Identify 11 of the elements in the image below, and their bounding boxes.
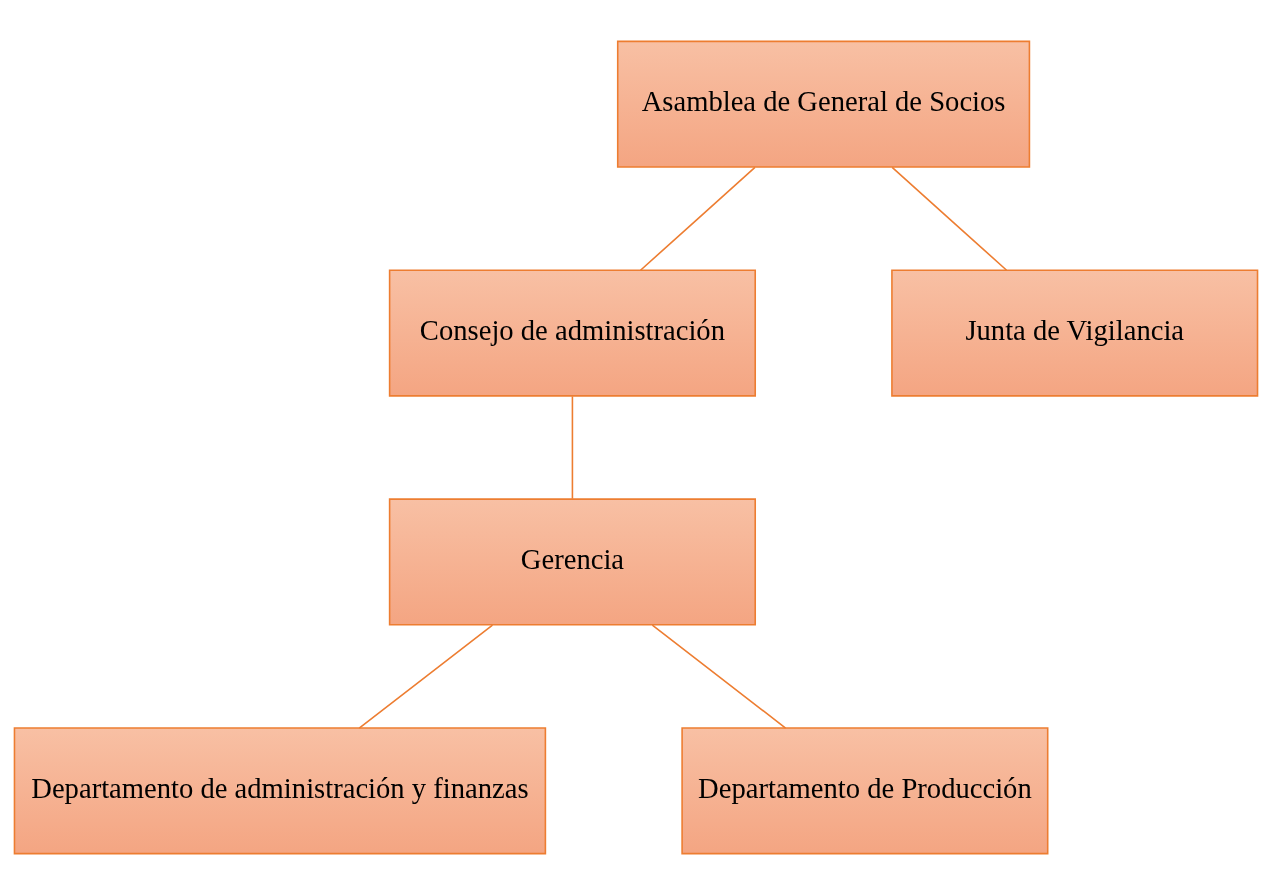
- node-box: Consejo de administración: [388, 269, 756, 397]
- connector: [639, 166, 756, 272]
- node-box: Junta de Vigilancia: [891, 269, 1259, 397]
- node-box: Gerencia: [388, 498, 756, 626]
- connector: [651, 624, 787, 729]
- node-box: Departamento de administración y finanzas: [13, 727, 547, 855]
- node-box: Departamento de Producción: [681, 727, 1049, 855]
- connector: [358, 624, 494, 729]
- connector: [571, 395, 574, 500]
- node-box: Asamblea de General de Socios: [616, 40, 1031, 168]
- connector: [891, 166, 1008, 272]
